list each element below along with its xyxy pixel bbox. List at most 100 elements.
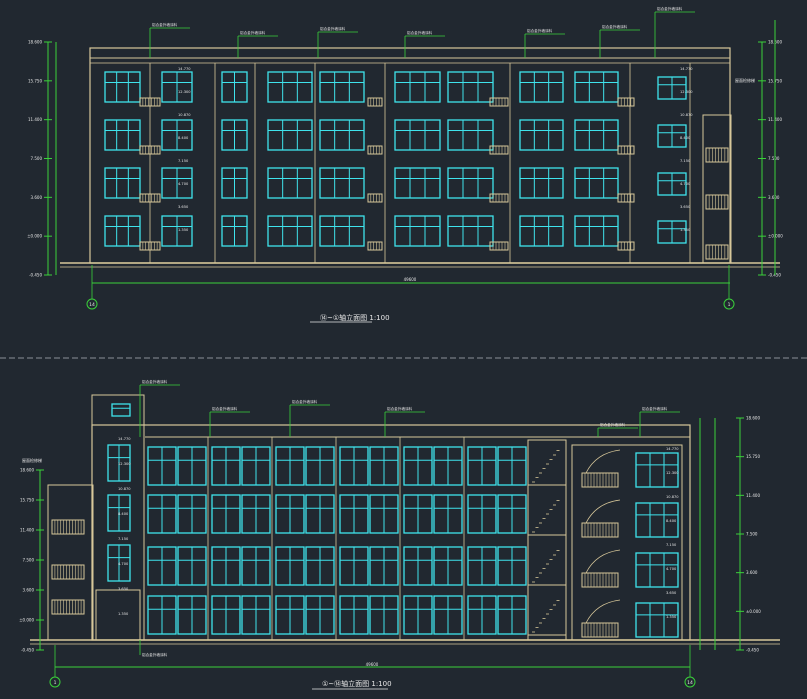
top-window-mark: 10.870 (680, 113, 693, 117)
top-window (519, 167, 564, 199)
top-window (394, 71, 441, 103)
top-elevation-drawing: 18.60015.75011.4007.5003.600±0.000-0.450… (27, 6, 783, 323)
top-stair-balcony (705, 244, 729, 260)
top-level-dim-left-label: 15.750 (28, 78, 42, 83)
top-window (394, 167, 441, 199)
bottom-window (635, 602, 679, 638)
top-window (319, 167, 365, 199)
top-leader-note: 铝合金外墙涂料 (527, 28, 553, 33)
bottom-canopy-curve (585, 599, 621, 624)
top-balcony (139, 241, 161, 251)
top-window (394, 119, 441, 151)
bottom-window-mark: 1.350 (666, 615, 677, 619)
bottom-left-balcony (51, 519, 85, 535)
top-leader-note: 铝合金外墙涂料 (240, 30, 266, 35)
bottom-leader-note: 铝合金外墙涂料 (642, 406, 668, 411)
bottom-entrance (95, 589, 141, 641)
bottom-window-mark: 12.300 (666, 471, 679, 475)
top-stair-note: 屋面检修梯 (735, 77, 755, 83)
bottom-window-mark: 4.700 (118, 562, 129, 566)
bottom-level-dim-left-label: 15.750 (20, 498, 34, 503)
top-window-mark: 1.350 (680, 228, 691, 232)
bottom-window-mark: 10.870 (666, 495, 679, 499)
top-level-dim-left-label: 18.600 (28, 40, 42, 45)
bottom-elevation-caption: ①~⑭轴立面图 1:100 (322, 679, 392, 689)
top-window (104, 71, 141, 103)
top-balcony (367, 145, 383, 155)
top-leader-note: 铝合金外墙涂料 (152, 22, 178, 27)
bottom-axis-label-right: 14 (687, 680, 693, 686)
bottom-leader-note: 铝合金外墙涂料 (142, 379, 168, 384)
top-window (267, 71, 313, 103)
bottom-window-mark: 12.300 (118, 462, 131, 466)
top-caption-scale: 1:100 (369, 314, 390, 322)
top-window (574, 119, 619, 151)
bottom-window-mark: 14.770 (666, 447, 679, 451)
top-stair-balcony (705, 194, 729, 210)
top-window (104, 167, 141, 199)
bottom-level-dim-right-label: 15.750 (746, 454, 760, 459)
top-window-mark: 10.870 (178, 113, 191, 117)
top-window (519, 215, 564, 247)
top-level-dim-right-label: ±0.000 (768, 234, 783, 239)
top-level-dim-right-label: 3.600 (768, 195, 780, 200)
top-balcony (617, 145, 635, 155)
top-balcony (367, 241, 383, 251)
top-window (104, 215, 141, 247)
bottom-level-dim-right-label: -0.450 (746, 648, 759, 653)
top-elevation-caption: ⑭~①轴立面图 1:100 (320, 313, 390, 323)
top-window-mark: 8.400 (680, 136, 691, 140)
top-leader-note: 铝合金外墙涂料 (407, 30, 433, 35)
top-stair-balcony (705, 147, 729, 163)
top-balcony (367, 193, 383, 203)
top-window (319, 71, 365, 103)
top-balcony (139, 193, 161, 203)
top-window (519, 71, 564, 103)
top-balcony (367, 97, 383, 107)
bottom-window-mark: 8.400 (118, 512, 129, 516)
top-stair-tower (702, 114, 732, 264)
top-axis-label-left: 14 (89, 302, 95, 308)
top-leader-note: 铝合金外墙涂料 (657, 6, 683, 11)
top-window-mark: 4.700 (178, 182, 189, 186)
top-window (319, 119, 365, 151)
top-window (447, 215, 494, 247)
bottom-window-mark: 3.650 (118, 587, 129, 591)
top-window-mark: 7.150 (178, 159, 189, 163)
bottom-level-dim-right-label: 11.400 (746, 493, 760, 498)
bottom-left-wing (47, 484, 94, 641)
top-window-mark: 1.350 (178, 228, 189, 232)
top-window (267, 215, 313, 247)
bottom-leader-note: 铝合金外墙涂料 (387, 406, 413, 411)
top-window (319, 215, 365, 247)
top-window-mark: 4.700 (680, 182, 691, 186)
top-window-mark: 8.400 (178, 136, 189, 140)
bottom-leader-note: 铝合金外墙涂料 (212, 406, 238, 411)
top-balcony (617, 97, 635, 107)
top-window-mark: 7.150 (680, 159, 691, 163)
top-window-mark: 12.300 (680, 90, 693, 94)
bottom-level-dim-right-label: 18.600 (746, 416, 760, 421)
top-level-dim-left-label: -0.450 (29, 273, 42, 278)
top-window (394, 215, 441, 247)
top-window-mark: 14.770 (680, 67, 693, 71)
top-level-dim-left-label: 7.500 (31, 156, 43, 161)
bottom-left-balcony (51, 599, 85, 615)
bottom-axis-label-left: 1 (54, 680, 57, 686)
top-window (267, 119, 313, 151)
top-window (447, 71, 494, 103)
bottom-canopy-curve (585, 549, 621, 574)
top-balcony (139, 97, 161, 107)
bottom-level-dim-left-label: 11.400 (20, 528, 34, 533)
top-window-mark: 3.650 (680, 205, 691, 209)
top-window (267, 167, 313, 199)
top-window (447, 167, 494, 199)
bottom-stair-core (527, 439, 567, 641)
bottom-canopy-curve (585, 449, 621, 474)
top-window (519, 119, 564, 151)
top-axis-label-right: 1 (728, 302, 731, 308)
top-window (574, 167, 619, 199)
bottom-canopy-curve (585, 499, 621, 524)
top-balcony (617, 193, 635, 203)
